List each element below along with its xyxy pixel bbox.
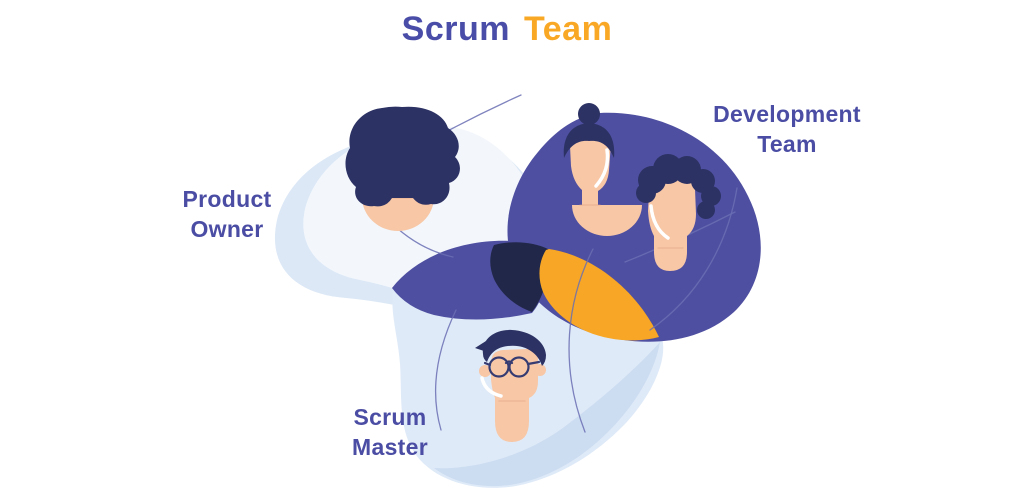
scrum-master-face-highlight <box>480 376 503 398</box>
curve-under-product-owner <box>396 227 454 258</box>
curve-bottom-left <box>434 309 457 431</box>
label-scrum-master-line2: Master <box>352 434 428 460</box>
dev-man-hair-curls <box>636 154 721 219</box>
scrum-master-hair-flick <box>475 341 487 352</box>
page-title-word1: Scrum <box>402 10 510 48</box>
development-team-avatars <box>563 103 721 271</box>
curve-through-orange <box>568 248 594 433</box>
label-development-team-line2: Team <box>757 131 817 157</box>
label-product-owner-line2: Owner <box>190 216 263 242</box>
dev-woman-hair-bun <box>578 103 600 125</box>
glasses-bridge <box>504 360 514 365</box>
scrum-master-hair <box>482 329 546 366</box>
dev-woman-shoulders <box>572 205 642 236</box>
scrum-master-ear-left <box>479 365 491 377</box>
curl-6 <box>697 201 715 219</box>
label-scrum-master-line1: Scrum <box>353 404 426 430</box>
overlap-core-dark <box>490 242 551 312</box>
dev-man-face-highlight <box>649 204 670 240</box>
scrum-master-blob-shade <box>434 342 660 487</box>
scrum-master-avatar <box>475 329 546 442</box>
overlap-orange <box>539 249 659 341</box>
text-layer: Scrum Team Product Owner Development Tea… <box>183 10 861 460</box>
glasses-temple-right <box>526 360 541 366</box>
label-product-owner-line1: Product <box>183 186 272 212</box>
dev-woman-avatar <box>563 103 642 236</box>
product-owner-avatar <box>345 106 460 231</box>
glasses-right-lens <box>508 356 530 378</box>
dev-woman-face-highlight <box>594 148 610 188</box>
product-owner-hair <box>345 106 460 207</box>
dev-woman-hair <box>563 123 615 158</box>
page-title-word2: Team <box>524 10 612 48</box>
dev-man-avatar <box>636 154 721 271</box>
glasses-temple-left <box>483 361 492 367</box>
dev-woman-face <box>570 132 611 206</box>
glasses-icon <box>483 356 541 378</box>
curve-right-blob-inner <box>649 187 738 331</box>
label-development-team-line1: Development <box>713 101 861 127</box>
curl-7 <box>636 183 656 203</box>
